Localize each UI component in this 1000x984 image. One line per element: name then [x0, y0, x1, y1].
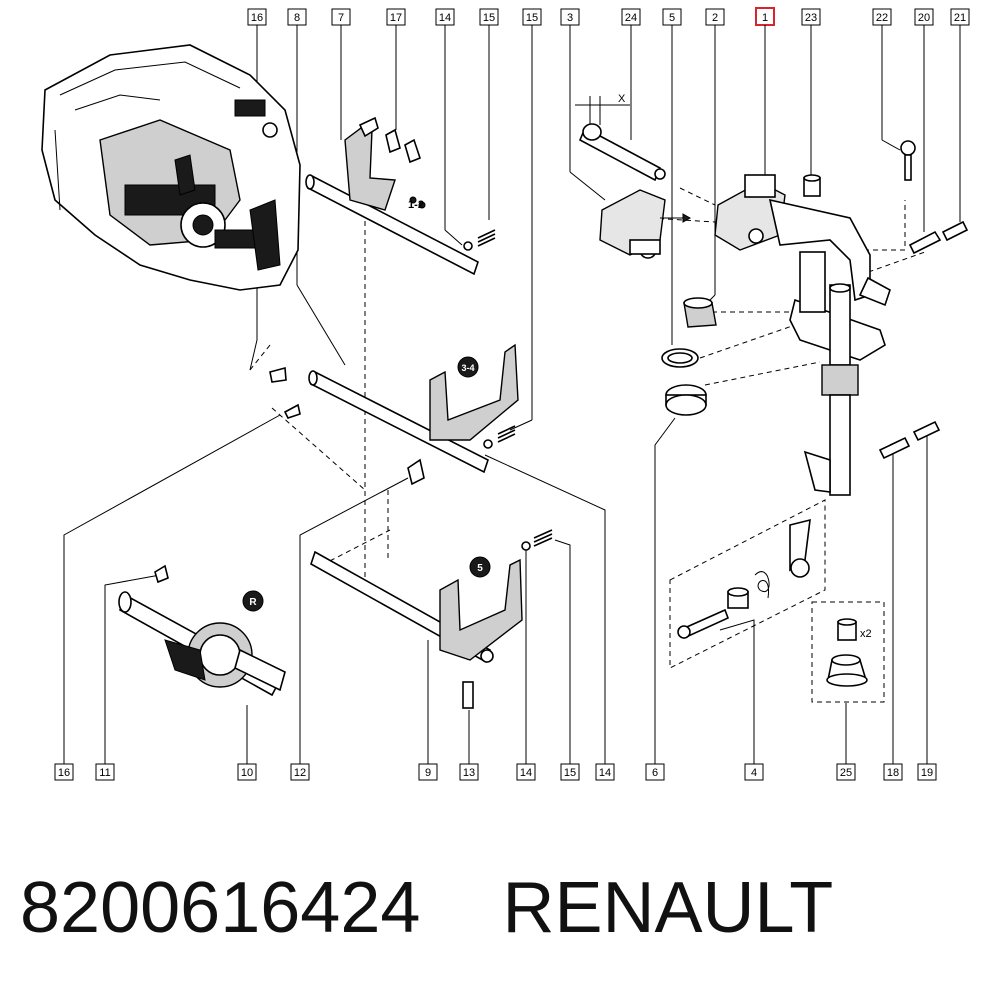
svg-text:19: 19 — [921, 767, 933, 779]
svg-text:7: 7 — [338, 12, 344, 24]
callout-16-top[interactable]: 16 — [247, 8, 267, 26]
callout-5-top[interactable]: 5 — [662, 8, 682, 26]
callout-18-bottom[interactable]: 18 — [883, 763, 903, 781]
brand-name: RENAULT — [502, 868, 834, 948]
callout-7-top[interactable]: 7 — [331, 8, 351, 26]
callout-4-bottom[interactable]: 4 — [744, 763, 764, 781]
leader-lines — [63, 25, 961, 764]
callout-14-bottom-b[interactable]: 14 — [595, 763, 615, 781]
kit-25-contents: x2 — [826, 618, 872, 687]
callout-8-top[interactable]: 8 — [287, 8, 307, 26]
callout-16-bottom[interactable]: 16 — [54, 763, 74, 781]
svg-text:24: 24 — [625, 12, 637, 24]
svg-text:6: 6 — [652, 767, 658, 779]
svg-text:12: 12 — [294, 767, 306, 779]
callout-10-bottom[interactable]: 10 — [237, 763, 257, 781]
callout-6-bottom[interactable]: 6 — [645, 763, 665, 781]
svg-text:20: 20 — [918, 12, 930, 24]
callout-11-bottom[interactable]: 11 — [95, 763, 115, 781]
callouts-top: 16 8 7 17 14 15 15 3 24 5 2 1 23 22 20 2… — [247, 7, 970, 26]
callout-1-top-selected[interactable]: 1 — [755, 7, 775, 26]
callout-9-bottom[interactable]: 9 — [418, 763, 438, 781]
kit-4-contents — [677, 518, 811, 640]
gear-label-r: R — [249, 597, 257, 608]
svg-text:14: 14 — [520, 767, 532, 779]
callout-23-top[interactable]: 23 — [801, 8, 821, 26]
gear-label-5: 5 — [477, 563, 483, 574]
svg-text:15: 15 — [526, 12, 538, 24]
callout-19-bottom[interactable]: 19 — [917, 763, 937, 781]
reverse-fork-assembly: R — [118, 590, 286, 697]
svg-text:21: 21 — [954, 12, 966, 24]
svg-text:14: 14 — [599, 767, 611, 779]
svg-text:4: 4 — [751, 767, 757, 779]
dimension-label-x: X — [618, 93, 626, 105]
callout-15-top-a[interactable]: 15 — [479, 8, 499, 26]
svg-text:17: 17 — [390, 12, 402, 24]
fork-5-assembly: 5 — [154, 529, 553, 709]
svg-text:18: 18 — [887, 767, 899, 779]
svg-text:10: 10 — [241, 767, 253, 779]
callout-24-top[interactable]: 24 — [621, 8, 641, 26]
svg-text:14: 14 — [439, 12, 451, 24]
svg-text:25: 25 — [840, 767, 852, 779]
selector-housing-3 — [599, 189, 692, 259]
svg-text:15: 15 — [564, 767, 576, 779]
svg-text:5: 5 — [669, 12, 675, 24]
selector-shaft-assembly-1 — [714, 174, 891, 496]
callout-15-top-b[interactable]: 15 — [522, 8, 542, 26]
svg-text:2: 2 — [712, 12, 718, 24]
svg-text:9: 9 — [425, 767, 431, 779]
gear-label-1-2: 1-2 — [408, 199, 424, 211]
callout-17-top[interactable]: 17 — [386, 8, 406, 26]
small-parts-right — [661, 140, 969, 460]
svg-text:16: 16 — [251, 12, 263, 24]
svg-text:22: 22 — [876, 12, 888, 24]
svg-text:3: 3 — [567, 12, 573, 24]
gearbox-housing-illustration — [41, 44, 301, 291]
quantity-label-x2: x2 — [860, 628, 872, 640]
lever-link-assembly: X — [575, 93, 666, 182]
svg-text:8: 8 — [294, 12, 300, 24]
callout-14-bottom-a[interactable]: 14 — [516, 763, 536, 781]
callout-13-bottom[interactable]: 13 — [459, 763, 479, 781]
callout-21-top[interactable]: 21 — [950, 8, 970, 26]
callout-20-top[interactable]: 20 — [914, 8, 934, 26]
callout-3-top[interactable]: 3 — [560, 8, 580, 26]
callouts-bottom: 16 11 10 12 9 13 14 15 14 6 4 25 18 19 — [54, 763, 937, 781]
callout-25-bottom[interactable]: 25 — [836, 763, 856, 781]
callout-14-top[interactable]: 14 — [435, 8, 455, 26]
part-number: 8200616424 — [20, 868, 421, 948]
fork-1-2-assembly: 1-2 — [305, 116, 496, 276]
svg-text:15: 15 — [483, 12, 495, 24]
callout-15-bottom[interactable]: 15 — [560, 763, 580, 781]
gear-label-3-4: 3-4 — [461, 363, 474, 373]
callout-22-top[interactable]: 22 — [872, 8, 892, 26]
fork-3-4-assembly: 3-4 — [269, 343, 519, 486]
svg-text:11: 11 — [99, 767, 110, 779]
part-footer: 8200616424 RENAULT — [20, 858, 980, 958]
svg-text:13: 13 — [463, 767, 475, 779]
svg-text:16: 16 — [58, 767, 70, 779]
svg-text:1: 1 — [762, 12, 768, 24]
svg-text:23: 23 — [805, 12, 817, 24]
callout-12-bottom[interactable]: 12 — [290, 763, 310, 781]
callout-2-top[interactable]: 2 — [705, 8, 725, 26]
